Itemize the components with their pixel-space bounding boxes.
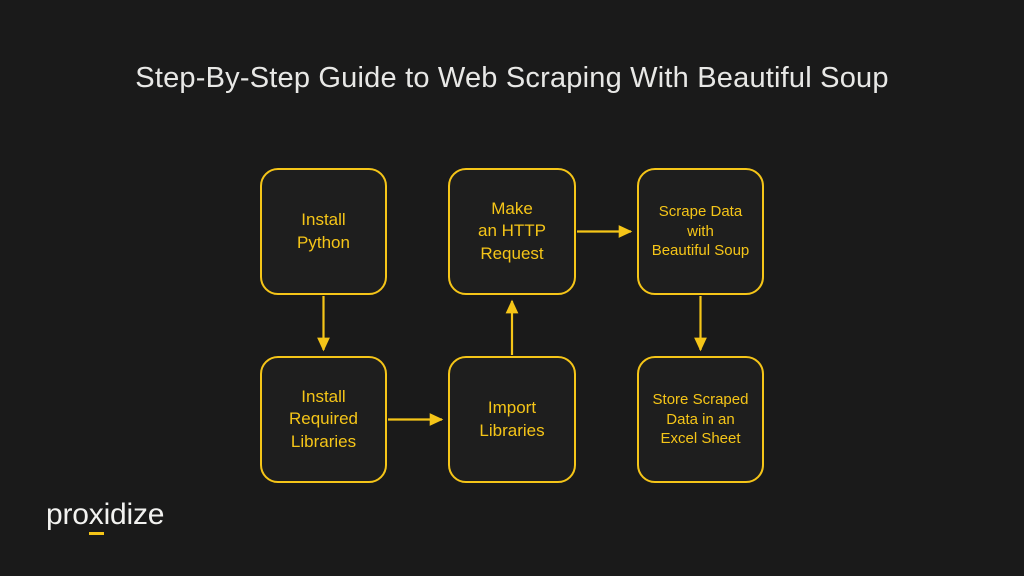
logo-mark-x: x bbox=[88, 498, 104, 535]
proxidize-logo: proxidize bbox=[46, 498, 165, 535]
flow-node-install-required-libraries[interactable]: Install Required Libraries bbox=[260, 356, 387, 483]
flow-node-label: Install Required Libraries bbox=[289, 386, 358, 451]
flow-node-import-libraries[interactable]: Import Libraries bbox=[448, 356, 576, 483]
flow-node-label: Scrape Data with Beautiful Soup bbox=[651, 202, 750, 260]
flow-node-make-http-request[interactable]: Make an HTTP Request bbox=[448, 168, 576, 295]
page-title: Step-By-Step Guide to Web Scraping With … bbox=[135, 62, 889, 94]
logo-suffix: idize bbox=[103, 498, 165, 531]
flow-node-label: Store Scraped Data in an Excel Sheet bbox=[652, 390, 749, 448]
flow-node-install-python[interactable]: Install Python bbox=[260, 168, 387, 295]
flow-node-label: Import Libraries bbox=[479, 397, 545, 440]
flow-node-label: Install Python bbox=[297, 209, 350, 252]
flow-node-scrape-data[interactable]: Scrape Data with Beautiful Soup bbox=[637, 168, 764, 295]
flow-node-store-scraped-data[interactable]: Store Scraped Data in an Excel Sheet bbox=[637, 356, 764, 483]
logo-prefix: pro bbox=[46, 498, 89, 531]
flow-node-label: Make an HTTP Request bbox=[477, 198, 547, 263]
